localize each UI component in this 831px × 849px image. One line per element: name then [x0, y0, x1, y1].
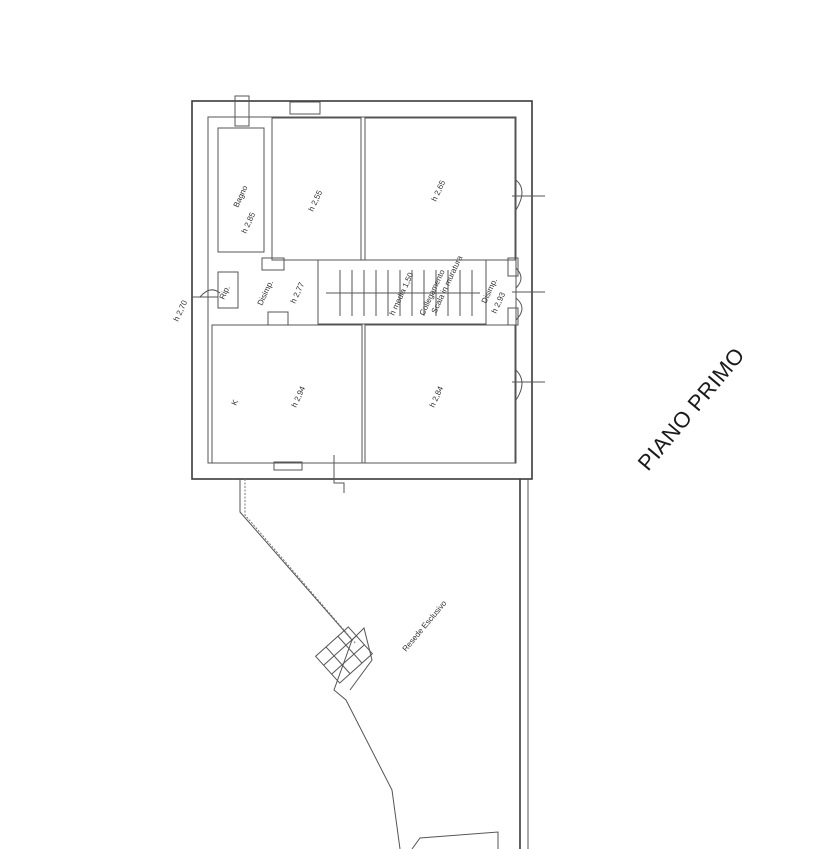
room-height-bagno: h 2,85 — [240, 210, 258, 234]
room-label-disimp-left: Disimp. — [256, 279, 275, 307]
outer-height: h 2,70 — [172, 298, 190, 322]
stair-treads — [326, 270, 480, 316]
stair-height: h media 1,50 — [388, 271, 416, 317]
room-height-top-middle: h 2,55 — [307, 188, 325, 212]
courtyard-label: Resede Esclusivo — [401, 598, 449, 653]
courtyard-steps — [314, 626, 374, 684]
room-label-bagno: Bagno — [232, 184, 250, 209]
openings — [192, 95, 545, 493]
interior-walls — [211, 117, 519, 464]
room-height-disimp-left: h 2,77 — [289, 280, 307, 304]
courtyard-outline — [239, 479, 529, 849]
room-height-top-right: h 2,65 — [430, 178, 448, 202]
room-label-kitchen: K — [230, 398, 241, 407]
room-label-rip: Rip. — [218, 284, 232, 301]
floor-title: PIANO PRIMO — [633, 343, 750, 476]
room-height-kitchen: h 2,94 — [290, 384, 308, 408]
room-height-bottom-right: h 2,84 — [428, 384, 446, 408]
